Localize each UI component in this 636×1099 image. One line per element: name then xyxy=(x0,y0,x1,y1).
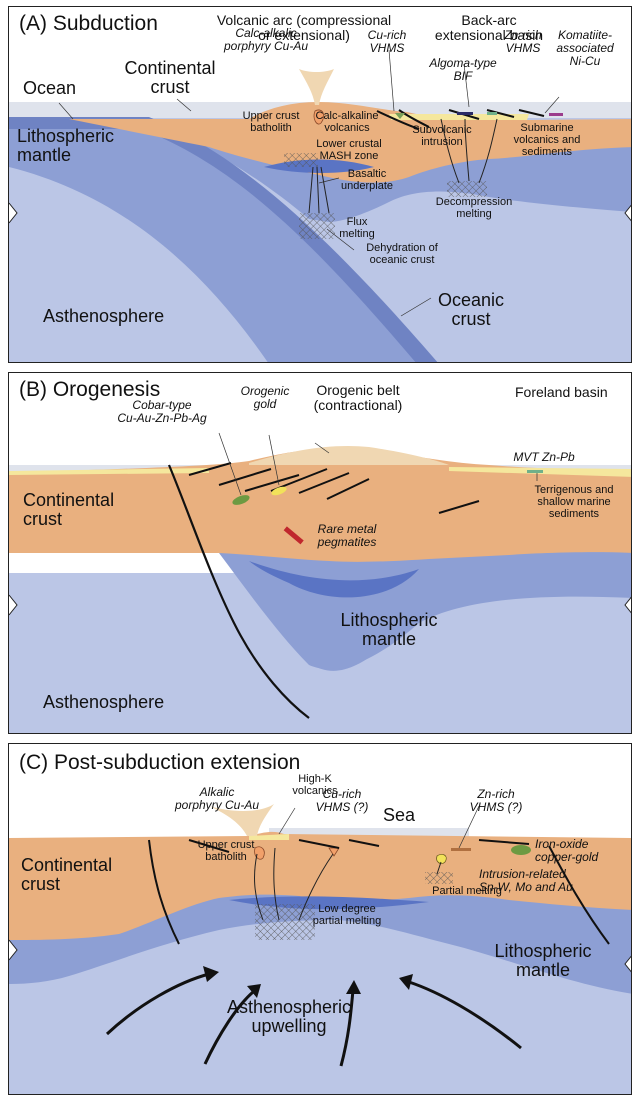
label-low-degree-melting: Low degree partial melting xyxy=(307,904,387,928)
decompression-melting-hatch-cross xyxy=(447,181,487,197)
partial-melting-hatch-cross xyxy=(425,872,453,884)
deposit-algoma-bif: Algoma-type BIF xyxy=(421,57,505,83)
intrusion-related-marker xyxy=(451,848,471,851)
deposit-zn-rich-vhms: Zn-rich VHMS xyxy=(493,29,553,55)
label-lower-crustal-mash: Lower crustal MASH zone xyxy=(309,139,389,163)
deposit-cu-rich-vhms-c: Cu-rich VHMS (?) xyxy=(307,788,377,814)
deposit-iocg: Iron-oxide copper-gold xyxy=(535,838,625,864)
label-asthenosphere: Asthenosphere xyxy=(43,307,164,326)
deposit-cobar-type: Cobar-type Cu-Au-Zn-Pb-Ag xyxy=(107,399,217,425)
deposit-calc-alkalic-porphyry: Calc-alkalic porphyry Cu-Au xyxy=(214,27,318,53)
label-dehydration: Dehydration of oceanic crust xyxy=(357,243,447,267)
orogenic-belt-top xyxy=(249,446,449,465)
panel-orogenesis: (B) Orogenesis Orogenic belt (contractio… xyxy=(8,372,632,734)
orogenesis-cross-section xyxy=(9,373,632,734)
komatiite-marker xyxy=(549,113,563,116)
flux-melting-hatch-cross xyxy=(299,213,335,239)
deposit-zn-rich-vhms-c: Zn-rich VHMS (?) xyxy=(461,788,531,814)
low-degree-melting-hatch-cross xyxy=(255,904,315,940)
volcanic-plume xyxy=(299,69,334,105)
zn-vhms-marker xyxy=(487,112,497,115)
panel-subduction: (A) Subduction Volcanic arc (compression… xyxy=(8,6,632,363)
label-orogenic-belt: Orogenic belt (contractional) xyxy=(303,383,413,413)
panel-a-title: (A) Subduction xyxy=(19,13,158,36)
label-decompression-melting: Decompression melting xyxy=(429,197,519,221)
label-sea: Sea xyxy=(383,806,415,825)
label-basaltic-underplate: Basaltic underplate xyxy=(337,169,397,193)
label-asthenospheric-upwelling: Asthenospheric upwelling xyxy=(219,998,359,1037)
iocg-marker xyxy=(511,845,531,855)
panel-c-title: (C) Post-subduction extension xyxy=(19,752,300,775)
label-calc-alkaline-volcanics: Calc-alkaline volcanics xyxy=(309,111,385,135)
deposit-alkalic-porphyry: Alkalic porphyry Cu-Au xyxy=(169,786,265,812)
label-continental-crust-c: Continental crust xyxy=(21,856,112,895)
deposit-mvt-zn-pb: MVT Zn-Pb xyxy=(507,451,581,464)
label-continental-crust: Continental crust xyxy=(105,59,235,98)
label-lithospheric-mantle: Lithospheric mantle xyxy=(17,127,114,166)
label-ocean: Ocean xyxy=(23,79,76,98)
label-continental-crust-b: Continental crust xyxy=(23,491,114,530)
panel-post-subduction: (C) Post-subduction extension High-K vol… xyxy=(8,743,632,1095)
deposit-intrusion-related: Intrusion-related Sn-W, Mo and Au xyxy=(479,868,589,894)
label-submarine-volcanics: Submarine volcanics and sediments xyxy=(507,123,587,159)
label-lithospheric-mantle-b: Lithospheric mantle xyxy=(329,611,449,650)
label-flux-melting: Flux melting xyxy=(337,217,377,241)
algoma-bif-marker xyxy=(457,112,473,115)
label-subvolcanic-intrusion: Subvolcanic intrusion xyxy=(407,125,477,149)
deposit-rare-metal-pegmatites: Rare metal pegmatites xyxy=(307,523,387,549)
deposit-komatiite-ni-cu: Komatiite- associated Ni-Cu xyxy=(547,29,623,68)
label-terrigenous-sediments: Terrigenous and shallow marine sediments xyxy=(529,485,619,521)
mvt-marker xyxy=(527,470,543,473)
label-upper-crust-batholith: Upper crust batholith xyxy=(241,111,301,135)
label-lithospheric-mantle-c: Lithospheric mantle xyxy=(483,942,603,981)
deposit-orogenic-gold: Orogenic gold xyxy=(235,385,295,411)
label-asthenosphere-b: Asthenosphere xyxy=(43,693,164,712)
deposit-cu-rich-vhms: Cu-rich VHMS xyxy=(357,29,417,55)
label-foreland-basin: Foreland basin xyxy=(515,385,608,400)
label-oceanic-crust: Oceanic crust xyxy=(421,291,521,330)
label-upper-crust-batholith-c: Upper crust batholith xyxy=(195,840,257,864)
